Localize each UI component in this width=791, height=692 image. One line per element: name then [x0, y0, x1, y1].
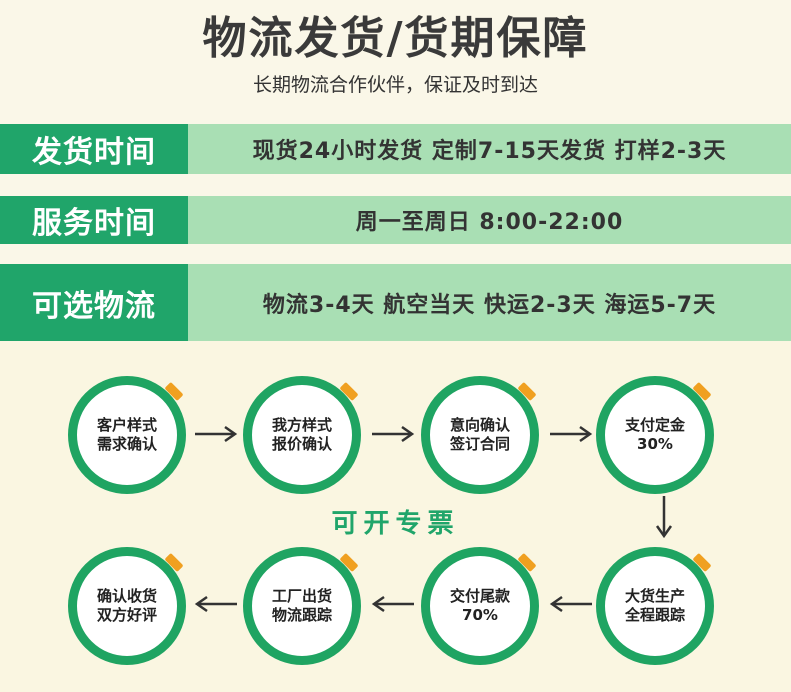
arrow-left-icon: [549, 595, 592, 613]
process-step-label: 工厂出货 物流跟踪: [271, 586, 332, 625]
process-step-3: 意向确认 签订合同: [421, 376, 539, 494]
process-step-7: 工厂出货 物流跟踪: [243, 547, 361, 665]
invoice-label: 可开专票: [331, 509, 460, 539]
page-title: 物流发货/货期保障: [202, 13, 589, 64]
info-row-service-time: 服务时间 周一至周日 8:00-22:00: [0, 196, 791, 244]
info-row-value: 现货24小时发货 定制7-15天发货 打样2-3天: [252, 139, 727, 164]
info-row-label: 可选物流: [0, 264, 188, 341]
arrow-right-icon: [550, 425, 593, 443]
arrow-down-icon: [655, 496, 673, 539]
process-step-2: 我方样式 报价确认: [243, 376, 361, 494]
process-step-1: 客户样式 需求确认: [68, 376, 186, 494]
process-step-label: 支付定金 30%: [624, 415, 685, 454]
info-row-label: 发货时间: [0, 124, 188, 174]
process-step-label: 交付尾款 70%: [449, 586, 510, 625]
process-step-8: 确认收货 双方好评: [68, 547, 186, 665]
process-step-label: 确认收货 双方好评: [96, 586, 157, 625]
arrow-right-icon: [372, 425, 415, 443]
process-step-6: 交付尾款 70%: [421, 547, 539, 665]
process-step-4: 支付定金 30%: [596, 376, 714, 494]
info-row-value: 周一至周日 8:00-22:00: [355, 210, 624, 235]
arrow-left-icon: [194, 595, 237, 613]
info-row-shipping-time: 发货时间 现货24小时发货 定制7-15天发货 打样2-3天: [0, 124, 791, 174]
process-step-label: 意向确认 签订合同: [449, 415, 510, 454]
page-subtitle: 长期物流合作伙伴，保证及时到达: [252, 74, 538, 96]
process-step-label: 大货生产 全程跟踪: [624, 586, 685, 625]
info-row-value: 物流3-4天 航空当天 快运2-3天 海运5-7天: [262, 292, 717, 318]
arrow-right-icon: [195, 425, 238, 443]
arrow-left-icon: [371, 595, 414, 613]
process-step-label: 客户样式 需求确认: [96, 415, 157, 454]
info-row-label: 服务时间: [0, 196, 188, 244]
process-step-label: 我方样式 报价确认: [271, 415, 332, 454]
info-row-logistics: 可选物流 物流3-4天 航空当天 快运2-3天 海运5-7天: [0, 264, 791, 341]
process-step-5: 大货生产 全程跟踪: [596, 547, 714, 665]
